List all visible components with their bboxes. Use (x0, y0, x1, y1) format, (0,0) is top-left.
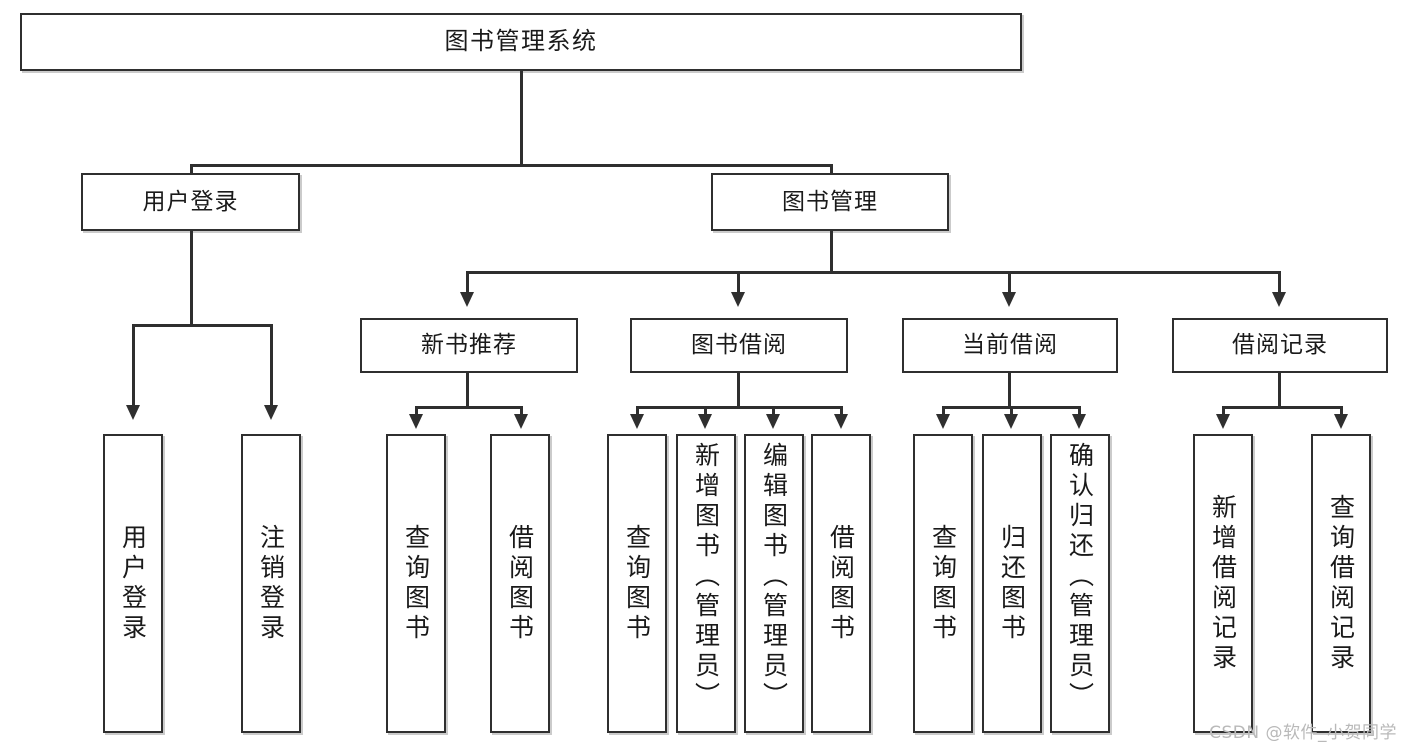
node-user-login[interactable]: 用户登录 (81, 173, 300, 231)
arrow-to-leaf-logout-icon (264, 405, 278, 420)
connector-bookborrow-to-leaf2 (704, 406, 707, 418)
connector-newbook-stem (466, 373, 469, 408)
connector-bookmanage-to-borrow (737, 271, 740, 295)
node-label: 查询图书 (928, 523, 958, 644)
connector-bookborrow-to-leaf4 (840, 406, 843, 418)
node-leaf-user-login[interactable]: 用户登录 (103, 434, 163, 733)
connector-bookmanage-stem (830, 231, 833, 273)
connector-currentborrow-to-leaf2 (1010, 406, 1013, 418)
arrow-to-leaf-query-record-icon (1334, 414, 1348, 429)
connector-newbook-to-leaf1 (415, 406, 418, 418)
node-label: 新增借阅记录 (1208, 493, 1238, 674)
connector-newbook-bus (415, 406, 520, 409)
node-label: 编辑图书（管理员） (759, 442, 789, 712)
node-leaf-edit-book[interactable]: 编辑图书（管理员） (744, 434, 804, 733)
connector-currentborrow-to-leaf1 (942, 406, 945, 418)
node-leaf-add-record[interactable]: 新增借阅记录 (1193, 434, 1253, 733)
node-leaf-add-book[interactable]: 新增图书（管理员） (676, 434, 736, 733)
connector-root-stem (520, 71, 523, 166)
arrow-to-new-book-rec-icon (460, 292, 474, 307)
connector-userlogin-stem (190, 231, 193, 326)
node-root-system[interactable]: 图书管理系统 (20, 13, 1022, 71)
connector-bookmanage-to-current (1008, 271, 1011, 295)
node-book-manage[interactable]: 图书管理 (711, 173, 949, 231)
node-label: 用户登录 (142, 188, 239, 215)
connector-userlogin-to-leaf1 (132, 324, 135, 408)
connector-currentborrow-to-leaf3 (1078, 406, 1081, 418)
arrow-to-leaf-borrow-book-1-icon (514, 414, 528, 429)
node-label: 查询图书 (622, 523, 652, 644)
node-label: 借阅图书 (826, 523, 856, 644)
connector-newbook-to-leaf2 (520, 406, 523, 418)
connector-bookborrow-to-leaf1 (636, 406, 639, 418)
node-leaf-query-record[interactable]: 查询借阅记录 (1311, 434, 1371, 733)
connector-borrowrecord-stem (1278, 373, 1281, 408)
arrow-to-leaf-edit-book-icon (766, 414, 780, 429)
node-label: 查询图书 (401, 523, 431, 644)
node-leaf-query-book-1[interactable]: 查询图书 (386, 434, 446, 733)
node-label: 图书管理 (782, 188, 878, 215)
connector-bookmanage-to-record (1278, 271, 1281, 295)
node-leaf-query-book-2[interactable]: 查询图书 (607, 434, 667, 733)
connector-bookmanage-to-newbook (466, 271, 469, 295)
node-label: 用户登录 (118, 523, 148, 644)
arrow-to-leaf-query-book-1-icon (409, 414, 423, 429)
node-new-book-recommend[interactable]: 新书推荐 (360, 318, 578, 373)
arrow-to-leaf-query-book-3-icon (936, 414, 950, 429)
node-label: 注销登录 (256, 523, 286, 644)
node-label: 借阅图书 (505, 523, 535, 644)
node-leaf-return-book[interactable]: 归还图书 (982, 434, 1042, 733)
arrow-to-current-borrow-icon (1002, 292, 1016, 307)
connector-userlogin-to-leaf2 (270, 324, 273, 408)
connector-userlogin-bus (132, 324, 272, 327)
node-label: 归还图书 (997, 523, 1027, 644)
arrow-to-leaf-borrow-book-2-icon (834, 414, 848, 429)
connector-borrowrecord-bus (1222, 406, 1340, 409)
node-label: 图书借阅 (691, 332, 787, 359)
watermark: CSDN @软件_小贺同学 (1209, 723, 1397, 743)
node-label: 新书推荐 (421, 332, 517, 359)
connector-currentborrow-stem (1008, 373, 1011, 408)
node-label: 查询借阅记录 (1326, 493, 1356, 674)
connector-bookmanage-bus (466, 271, 1280, 274)
arrow-to-leaf-return-book-icon (1004, 414, 1018, 429)
node-leaf-borrow-book-2[interactable]: 借阅图书 (811, 434, 871, 733)
arrow-to-leaf-query-book-2-icon (630, 414, 644, 429)
node-current-borrow[interactable]: 当前借阅 (902, 318, 1118, 373)
node-label: 当前借阅 (962, 332, 1058, 359)
arrow-to-borrow-record-icon (1272, 292, 1286, 307)
node-label: 新增图书（管理员） (691, 442, 721, 712)
arrow-to-leaf-add-book-icon (698, 414, 712, 429)
node-leaf-logout[interactable]: 注销登录 (241, 434, 301, 733)
node-leaf-borrow-book-1[interactable]: 借阅图书 (490, 434, 550, 733)
node-label: 确认归还（管理员） (1065, 442, 1095, 712)
node-label: 借阅记录 (1232, 332, 1328, 359)
arrow-to-book-borrow-icon (731, 292, 745, 307)
node-borrow-record[interactable]: 借阅记录 (1172, 318, 1388, 373)
arrow-to-leaf-confirm-return-icon (1072, 414, 1086, 429)
connector-borrowrecord-to-leaf2 (1340, 406, 1343, 418)
node-book-borrow[interactable]: 图书借阅 (630, 318, 848, 373)
connector-bookborrow-to-leaf3 (772, 406, 775, 418)
node-label: 图书管理系统 (444, 27, 598, 56)
arrow-to-leaf-user-login-icon (126, 405, 140, 420)
node-leaf-confirm-return[interactable]: 确认归还（管理员） (1050, 434, 1110, 733)
node-leaf-query-book-3[interactable]: 查询图书 (913, 434, 973, 733)
connector-root-bus (190, 164, 832, 167)
arrow-to-leaf-add-record-icon (1216, 414, 1230, 429)
connector-bookborrow-stem (737, 373, 740, 408)
connector-bookborrow-bus (636, 406, 841, 409)
connector-borrowrecord-to-leaf1 (1222, 406, 1225, 418)
